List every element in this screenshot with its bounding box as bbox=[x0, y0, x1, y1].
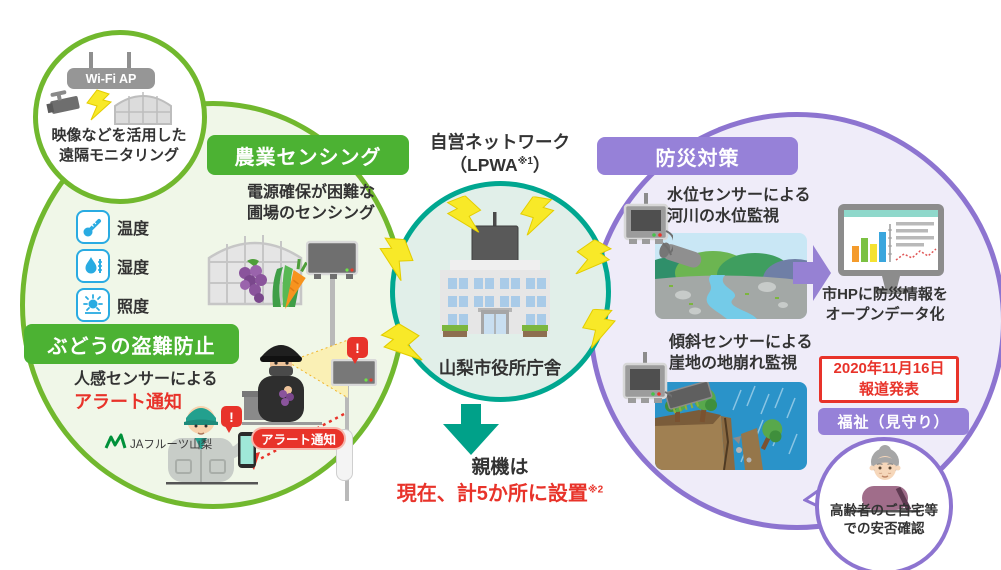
farmer-illustration bbox=[166, 406, 258, 485]
alert-exclamation-icon: ! bbox=[347, 337, 368, 364]
grapes-icon bbox=[239, 259, 267, 303]
building-windows bbox=[448, 278, 546, 325]
tilt-sensor-box-icon bbox=[664, 382, 713, 414]
text-lines-icon bbox=[896, 222, 934, 247]
ja-label: JAフルーツ山梨 bbox=[130, 437, 213, 451]
slope-sensor-caption: 傾斜センサーによる 崖地の地崩れ監視 bbox=[669, 334, 813, 372]
bar-chart-icon bbox=[852, 224, 892, 262]
ja-fruits-logo: JAフルーツ山梨 bbox=[104, 433, 213, 451]
lightning-icon bbox=[86, 89, 113, 121]
produce-icons bbox=[239, 258, 307, 310]
city-hall-illustration bbox=[440, 212, 550, 337]
alert-notification-badge: アラート通知 bbox=[251, 427, 346, 450]
note-2: ※2 bbox=[587, 484, 604, 496]
rain-icon bbox=[732, 385, 798, 463]
river-illustration bbox=[655, 233, 807, 319]
antenna-stick-icon bbox=[127, 52, 131, 70]
lightning-icon bbox=[581, 308, 617, 349]
sensor-label: 温度 bbox=[117, 221, 150, 238]
remote-monitoring-caption: 映像などを活用した 遠隔モニタリング bbox=[51, 127, 187, 164]
water-sensor-caption: 水位センサーによる 河川の水位監視 bbox=[667, 187, 811, 225]
agriculture-description: 電源確保が困難な 圃場のセンシング bbox=[246, 184, 375, 222]
monitor-chart-icon bbox=[838, 204, 944, 294]
sensor-row-humidity: 湿度 bbox=[76, 249, 149, 283]
note-1: ※1 bbox=[517, 155, 533, 167]
antenna-stick-icon bbox=[89, 52, 93, 70]
wifi-ap-label: Wi-Fi AP bbox=[86, 72, 137, 86]
slope-sensor-icon bbox=[622, 352, 672, 403]
sun-icon bbox=[76, 288, 110, 322]
ja-mark-icon bbox=[104, 433, 127, 449]
thief-figure bbox=[258, 345, 304, 422]
water-sensor-icon bbox=[623, 193, 673, 254]
sensor-row-illuminance: 照度 bbox=[76, 288, 149, 322]
lightning-icon bbox=[519, 195, 555, 236]
sensor-row-temperature: 温度 bbox=[76, 210, 149, 244]
thermometer-icon bbox=[76, 210, 110, 244]
lightning-icon bbox=[380, 323, 423, 361]
opendata-caption: 市HPに防災情報を オープンデータ化 bbox=[822, 286, 948, 323]
sensor-list: 温度 湿度 bbox=[76, 210, 149, 327]
building-label: 山梨市役所庁舎 bbox=[438, 358, 562, 378]
welfare-caption: 高齢者のご自宅等 での安否確認 bbox=[830, 503, 938, 536]
carrot-icon bbox=[285, 258, 307, 310]
press-release-box: 2020年11月16日 報道発表 bbox=[819, 356, 959, 403]
base-units-note: 親機は 現在、計5か所に設置※2 bbox=[396, 457, 604, 505]
down-arrow-icon bbox=[443, 404, 499, 455]
camera-icon bbox=[46, 90, 80, 114]
network-title: 自営ネットワーク （LPWA※1） bbox=[430, 132, 570, 175]
billboard-sensor-icon bbox=[306, 240, 359, 348]
right-arrow-icon bbox=[793, 245, 831, 301]
tree-icon bbox=[760, 419, 783, 451]
alert-exclamation-icon: ! bbox=[221, 406, 242, 433]
wifi-ap-box-icon bbox=[67, 68, 155, 89]
lightning-icon bbox=[446, 195, 482, 233]
lightning-icon bbox=[379, 237, 414, 282]
lightning-icon bbox=[575, 239, 613, 275]
theft-description: 人感センサーによる アラート通知 bbox=[74, 371, 218, 412]
theft-header: ぶどうの盗難防止 bbox=[24, 324, 239, 364]
remote-monitoring-circle bbox=[33, 30, 207, 204]
planter-icon bbox=[442, 325, 548, 337]
greenhouse-icon bbox=[114, 92, 172, 125]
wifi-ap-illustration: Wi-Fi AP bbox=[46, 52, 172, 125]
elderly-woman-illustration bbox=[850, 445, 920, 513]
agriculture-header: 農業センシング bbox=[207, 135, 409, 175]
sensor-label: 湿度 bbox=[117, 260, 150, 277]
trend-line-icon bbox=[895, 248, 937, 261]
disaster-header: 防災対策 bbox=[597, 137, 798, 175]
landslide-illustration bbox=[655, 382, 807, 470]
sensor-label: 照度 bbox=[117, 299, 150, 316]
humidity-icon bbox=[76, 249, 110, 283]
antenna-stick-icon bbox=[493, 212, 497, 228]
welfare-header: 福祉（見守り） bbox=[818, 408, 969, 435]
